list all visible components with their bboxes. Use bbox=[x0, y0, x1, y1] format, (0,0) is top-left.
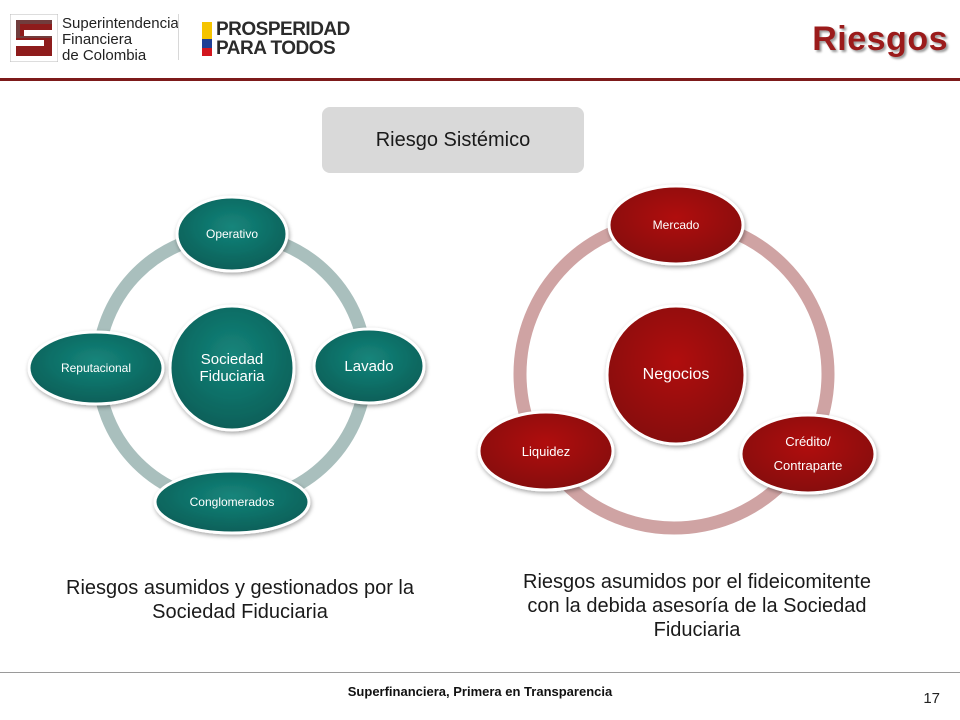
superfinanciera-logo: Superintendencia Financiera de Colombia bbox=[10, 14, 180, 66]
node-mercado bbox=[607, 184, 745, 266]
logo-line-3: de Colombia bbox=[62, 47, 147, 64]
left-center-node bbox=[168, 304, 296, 432]
footer-rule bbox=[0, 672, 960, 673]
superfinanciera-wordmark: Superintendencia Financiera de Colombia bbox=[62, 16, 179, 64]
prosperidad-wordmark: PROSPERIDAD PARA TODOS bbox=[216, 20, 350, 58]
systemic-risk-label: Riesgo Sistémico bbox=[375, 128, 531, 151]
node-reputacional bbox=[27, 330, 165, 406]
logo-line-2: Financiera bbox=[62, 31, 133, 48]
node-conglomerados bbox=[153, 469, 311, 535]
node-lavado bbox=[312, 327, 426, 405]
node-credito-contraparte bbox=[739, 413, 877, 495]
systemic-risk-box: Riesgo Sistémico bbox=[322, 107, 584, 173]
logo-divider bbox=[178, 14, 179, 60]
logo-line-1: Superintendencia bbox=[62, 15, 179, 32]
prosperidad-line-2: PARA TODOS bbox=[216, 38, 336, 59]
right-caption: Riesgos asumidos por el fideicomitente c… bbox=[523, 571, 871, 641]
footer-tagline: Superfinanciera, Primera en Transparenci… bbox=[347, 684, 613, 699]
left-caption: Riesgos asumidos y gestionados por la So… bbox=[66, 577, 414, 623]
slide-header: Superintendencia Financiera de Colombia … bbox=[0, 0, 960, 80]
prosperidad-logo: PROSPERIDAD PARA TODOS bbox=[202, 18, 352, 62]
header-rule bbox=[0, 78, 960, 81]
right-center-node bbox=[605, 304, 747, 446]
superfinanciera-s-icon bbox=[10, 14, 58, 62]
page-title: Riesgos bbox=[812, 20, 948, 58]
prosperidad-line-1: PROSPERIDAD bbox=[216, 19, 350, 40]
colombia-flag-icon bbox=[202, 22, 212, 56]
node-liquidez bbox=[477, 410, 615, 492]
page-number: 17 bbox=[923, 690, 940, 707]
node-operativo bbox=[175, 195, 289, 273]
